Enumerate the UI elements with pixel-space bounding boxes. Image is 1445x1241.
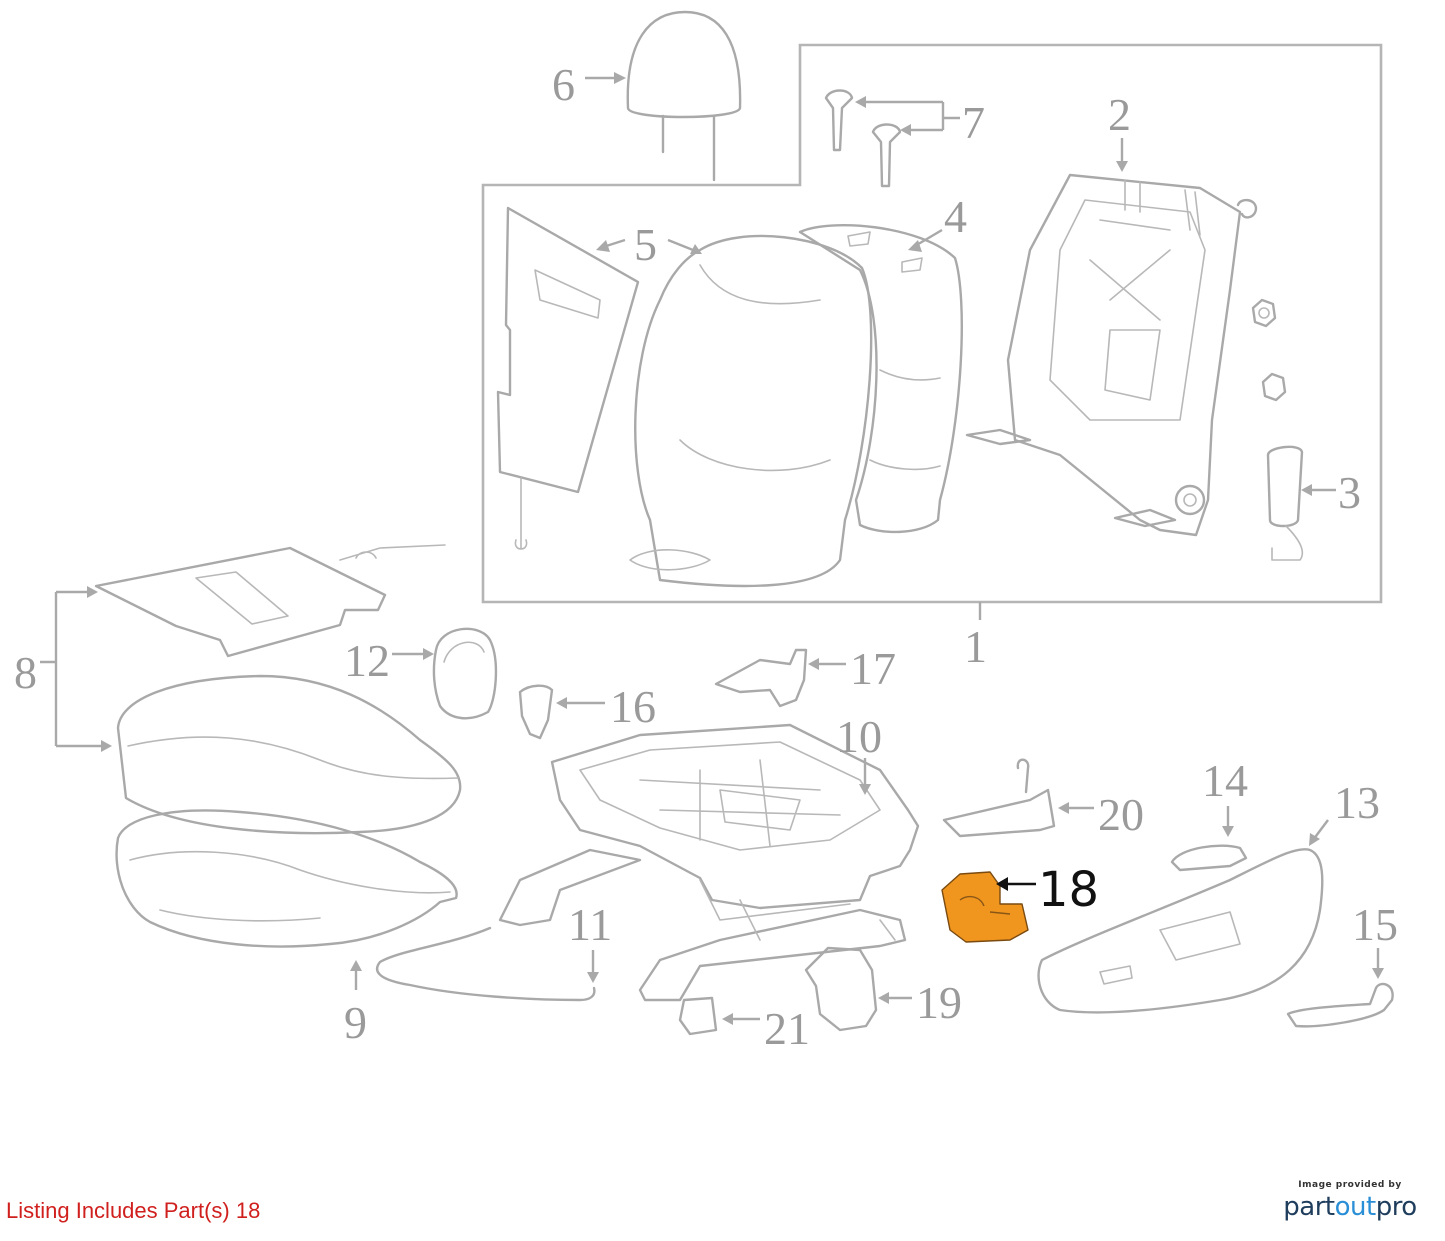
callout-20: 20 xyxy=(1098,789,1144,840)
credit-caption: Image provided by xyxy=(1298,1180,1402,1190)
part-17-bracket xyxy=(714,648,846,708)
part-10-seat-frame-and-track xyxy=(498,723,920,1002)
part-14-knob xyxy=(1170,806,1248,872)
callout-14: 14 xyxy=(1202,755,1248,806)
callout-10: 10 xyxy=(836,711,882,762)
image-credit: Image provided by partoutpro xyxy=(1275,1180,1425,1222)
part-9-seat-cushion-pad xyxy=(115,809,458,990)
logo-part: part xyxy=(1283,1192,1335,1222)
part-7-headrest-guides xyxy=(824,89,960,188)
callout-9: 9 xyxy=(344,997,367,1048)
callout-11: 11 xyxy=(568,899,612,950)
callout-16: 16 xyxy=(610,681,656,732)
part-13-seat-side-shield xyxy=(1037,819,1329,1014)
logo-pro: pro xyxy=(1375,1192,1418,1222)
listing-includes-note: Listing Includes Part(s) 18 xyxy=(6,1198,261,1223)
callout-6: 6 xyxy=(552,59,575,110)
part-12-reclining-cover xyxy=(392,627,498,720)
callout-21: 21 xyxy=(764,1003,810,1054)
callout-5: 5 xyxy=(634,219,657,270)
callout-12: 12 xyxy=(344,635,390,686)
part-21-clip xyxy=(678,996,760,1036)
part-6-headrest xyxy=(585,10,742,182)
part-8-seat-cushion-cover-and-mat xyxy=(40,544,462,835)
callout-7: 7 xyxy=(962,97,985,148)
part-4-seatback-pad xyxy=(798,224,963,534)
callout-15: 15 xyxy=(1352,899,1398,950)
part-15-lever xyxy=(1286,948,1394,1028)
callout-2: 2 xyxy=(1108,89,1131,140)
part-20-hook-bracket xyxy=(942,758,1094,838)
part-2-seatback-frame xyxy=(965,138,1287,537)
partoutpro-logo: partoutpro xyxy=(1275,1192,1425,1222)
callout-18-highlighted: 18 xyxy=(1038,862,1099,918)
part-16-clip-cover xyxy=(518,684,605,740)
part-11-release-cable xyxy=(375,926,599,1002)
callout-1: 1 xyxy=(964,621,987,672)
seatback-assembly-box xyxy=(481,43,1383,604)
callout-4: 4 xyxy=(944,191,967,242)
part-18-highlighted-cover xyxy=(941,871,1036,943)
callout-8: 8 xyxy=(14,647,37,698)
logo-out: out xyxy=(1334,1192,1377,1222)
callout-19: 19 xyxy=(916,977,962,1028)
callout-3: 3 xyxy=(1338,467,1361,518)
part-19-cover xyxy=(804,946,912,1032)
callout-13: 13 xyxy=(1334,777,1380,828)
part-5-back-board-and-cover xyxy=(496,206,873,588)
part-3-side-airbag xyxy=(1266,445,1336,561)
callout-17: 17 xyxy=(850,643,896,694)
